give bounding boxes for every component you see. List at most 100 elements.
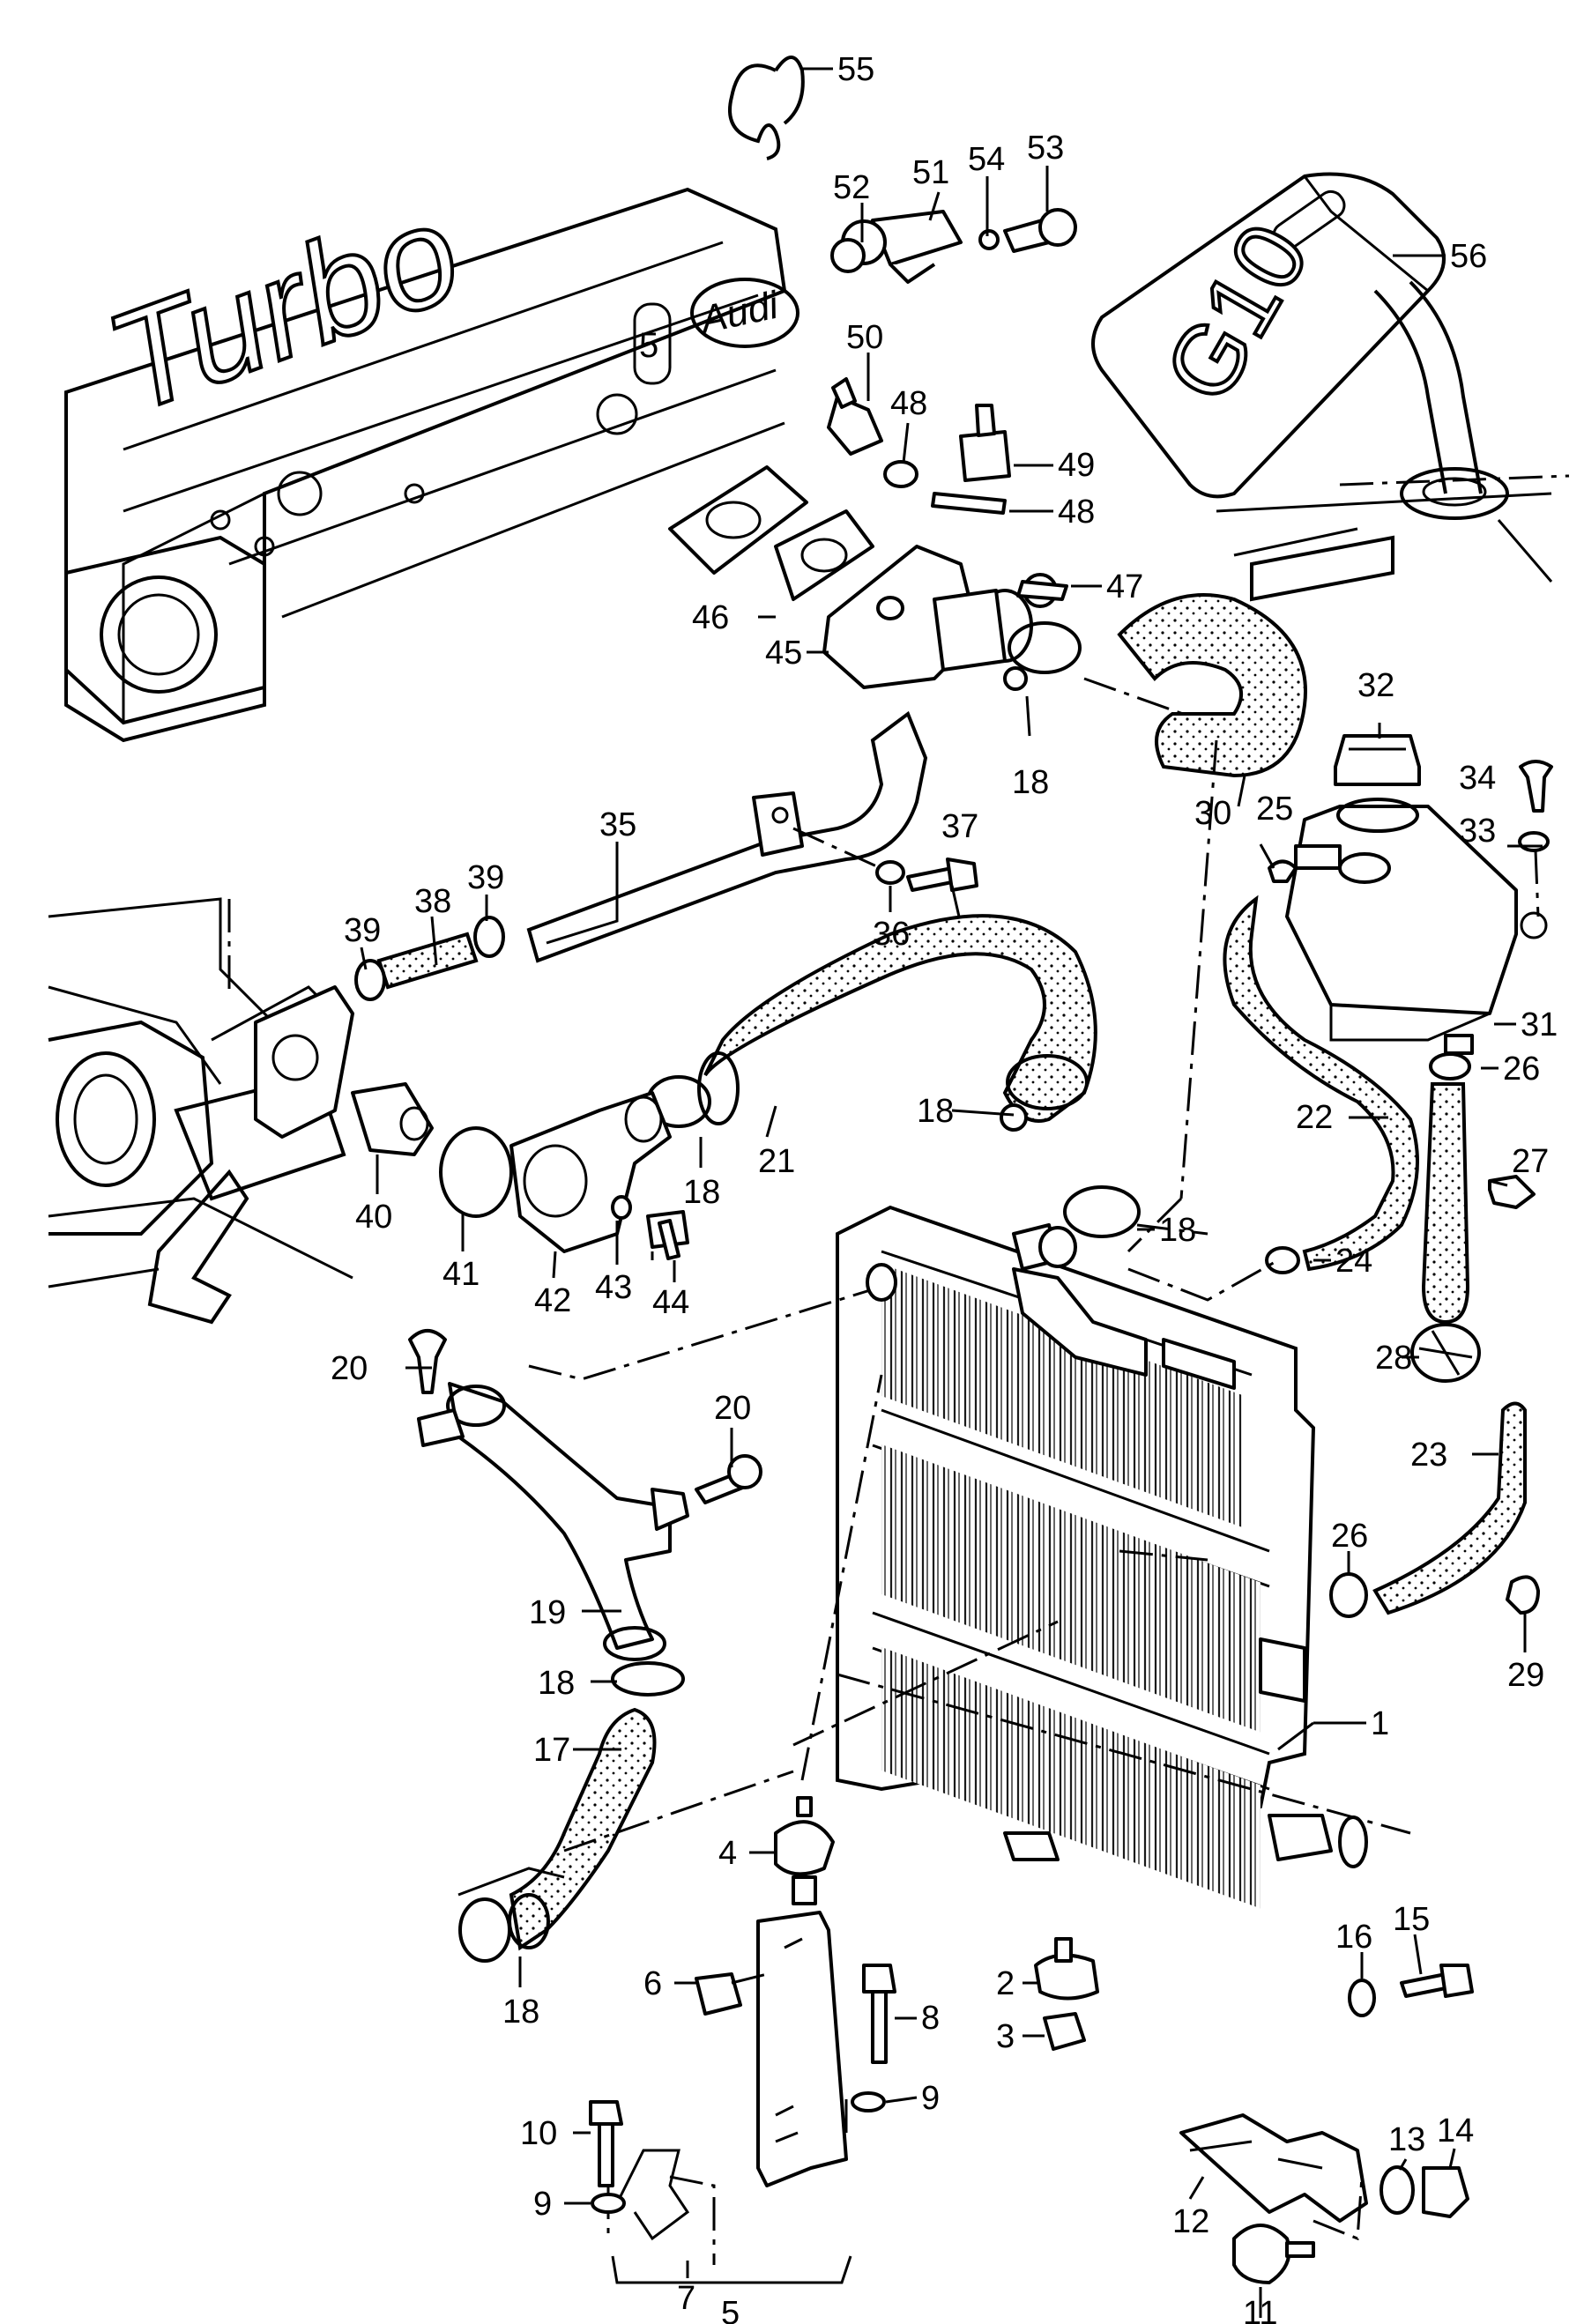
nut-6	[695, 1972, 742, 2016]
expansion-tank	[1268, 734, 1553, 1055]
label-55: 55	[837, 51, 874, 88]
clamp-18-flange	[1008, 621, 1082, 674]
label-16: 16	[1335, 1919, 1372, 1956]
hose-21	[703, 914, 1097, 1123]
label-49: 49	[1058, 447, 1095, 484]
label-2: 2	[996, 1965, 1015, 2002]
label-54: 54	[968, 141, 1005, 178]
label-33: 33	[1459, 813, 1496, 850]
label-32: 32	[1357, 667, 1394, 704]
ring-52	[830, 238, 866, 273]
cap-32	[1334, 734, 1421, 786]
washer-16	[1348, 1979, 1376, 2017]
engine-brand-lettering: Audi	[695, 283, 783, 342]
label-44: 44	[652, 1284, 689, 1321]
bonded-rubber-4	[774, 1820, 835, 1876]
engine-lower-section	[48, 897, 353, 1325]
clamp-39-right	[473, 916, 505, 958]
label-4: 4	[718, 1835, 737, 1872]
label-7: 7	[677, 2280, 695, 2317]
label-18-pipe19: 18	[538, 1665, 575, 1702]
label-29: 29	[1507, 1657, 1544, 1694]
thermostat-40	[351, 1082, 434, 1156]
label-52: 52	[833, 169, 870, 206]
label-8: 8	[921, 2000, 940, 2037]
label-9-right: 9	[921, 2080, 940, 2117]
label-15: 15	[1393, 1901, 1430, 1938]
bracket-12	[1179, 2113, 1368, 2223]
label-9-left: 9	[533, 2186, 552, 2223]
label-35: 35	[599, 806, 636, 843]
nut-3	[1043, 2012, 1086, 2051]
hose-23	[1372, 1401, 1527, 1615]
label-43: 43	[595, 1269, 632, 1306]
label-13: 13	[1388, 2121, 1425, 2158]
label-42: 42	[534, 1282, 571, 1319]
sensor-50	[827, 395, 883, 456]
clamp-18-radiator	[1063, 1185, 1141, 1238]
label-23: 23	[1410, 1437, 1447, 1474]
label-26-lower: 26	[1331, 1518, 1368, 1555]
gasket-46	[668, 465, 808, 575]
label-18-bottom: 18	[502, 1994, 539, 2031]
label-51: 51	[912, 154, 949, 191]
label-18-radiator: 18	[1159, 1212, 1196, 1249]
label-10: 10	[520, 2115, 557, 2152]
screw-20-left	[408, 1329, 447, 1394]
label-14: 14	[1437, 2112, 1474, 2150]
label-48-lower: 48	[1058, 494, 1095, 531]
seal-48-upper	[883, 460, 918, 488]
clamp-18-bottom	[458, 1897, 511, 1963]
clamp-18-hose21	[1006, 1054, 1089, 1110]
label-47: 47	[1106, 568, 1143, 605]
hose-26-vertical	[1421, 1082, 1470, 1325]
clamp-24	[1265, 1246, 1300, 1274]
label-39-left: 39	[344, 912, 381, 949]
label-36: 36	[873, 916, 910, 953]
bolt-10	[589, 2100, 623, 2126]
label-50: 50	[846, 319, 883, 356]
radiator-core-top	[881, 1263, 1243, 1528]
label-20-right: 20	[714, 1390, 751, 1427]
bonded-rubber-11	[1232, 2224, 1291, 2284]
label-28: 28	[1375, 1340, 1412, 1377]
clamp-39-left	[354, 959, 386, 1001]
label-30: 30	[1194, 795, 1231, 832]
label-19: 19	[529, 1594, 566, 1631]
label-31: 31	[1521, 1006, 1558, 1043]
label-37: 37	[941, 808, 978, 845]
clamp-18-pipe19	[611, 1661, 685, 1697]
housing-42	[509, 1091, 672, 1253]
sender-49	[959, 430, 1011, 482]
clip-27	[1488, 1175, 1536, 1209]
label-46: 46	[692, 599, 729, 636]
label-12: 12	[1172, 2203, 1209, 2240]
label-6: 6	[643, 1965, 662, 2002]
label-53: 53	[1027, 130, 1064, 167]
label-48-upper: 48	[890, 385, 927, 422]
leader-lines	[360, 67, 1543, 2318]
clip-29	[1506, 1575, 1540, 1615]
label-18-hose21: 18	[917, 1093, 954, 1130]
label-5: 5	[721, 2295, 740, 2324]
engine-five-mark: 5	[639, 326, 658, 365]
label-39-right: 39	[467, 859, 504, 896]
o-ring-41	[439, 1126, 513, 1218]
clamp-26-upper	[1429, 1052, 1471, 1080]
screw-34	[1519, 760, 1553, 813]
canister-label: G10	[1144, 206, 1329, 420]
label-22: 22	[1296, 1099, 1333, 1136]
label-25: 25	[1256, 791, 1293, 828]
nut-14	[1422, 2166, 1469, 2218]
label-56: 56	[1450, 238, 1487, 275]
hose-38	[376, 932, 479, 990]
radiator-1	[792, 1205, 1411, 1909]
coolant-flange-assembly	[668, 56, 1208, 724]
clip-7	[615, 2149, 690, 2241]
bracket-5	[756, 1911, 848, 2187]
washer-13	[1379, 2165, 1415, 2215]
bonded-rubber-2	[1034, 1953, 1099, 2001]
label-1: 1	[1371, 1705, 1389, 1742]
label-27: 27	[1512, 1143, 1549, 1180]
